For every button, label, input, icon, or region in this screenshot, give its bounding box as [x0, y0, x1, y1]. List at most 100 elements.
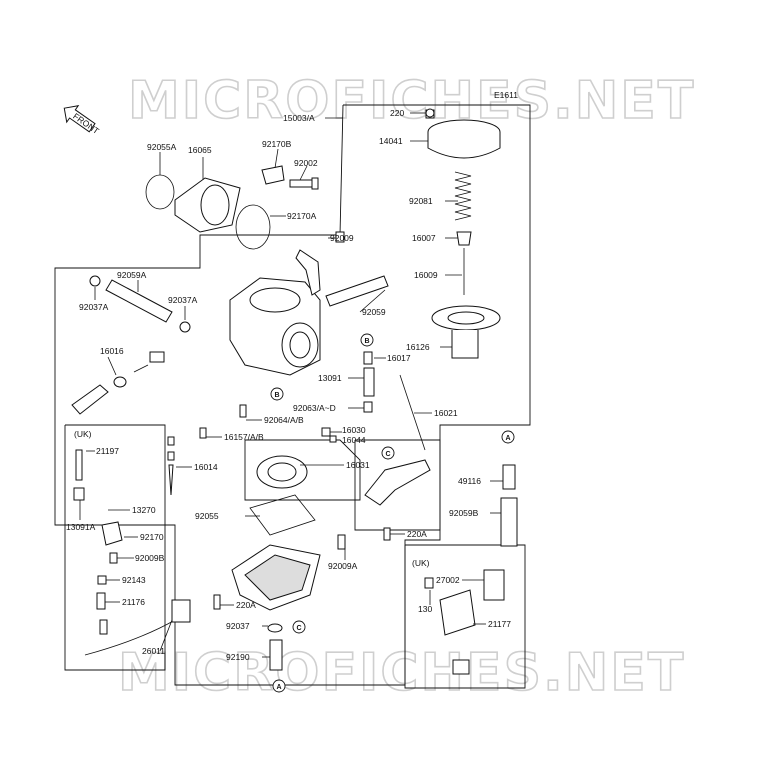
- screw-220a-bottom: [213, 594, 221, 610]
- ref-circle-c-bottom: C: [292, 620, 306, 634]
- label-92037: 92037: [226, 621, 250, 631]
- float-bowl: [231, 544, 321, 611]
- label-13091a: 13091A: [66, 522, 96, 532]
- cap-16030: [321, 427, 331, 437]
- svg-text:A: A: [277, 684, 282, 691]
- screw-16157: [199, 427, 207, 439]
- label-14041: 14041: [379, 136, 403, 146]
- fitting-49116: [502, 464, 516, 490]
- label-13270: 13270: [132, 505, 156, 515]
- label-92009b: 92009B: [135, 553, 165, 563]
- svg-text:A: A: [506, 435, 511, 442]
- label-92002: 92002: [294, 158, 318, 168]
- label-16021: 16021: [434, 408, 458, 418]
- label-16030: 16030: [342, 425, 366, 435]
- clip-92037a-left: [89, 275, 101, 287]
- top-cover-14041: [425, 109, 501, 159]
- label-220a-bottom: 220A: [236, 600, 256, 610]
- svg-text:B: B: [275, 392, 280, 399]
- o-ring-92055a: [145, 174, 175, 210]
- label-15003: 15003/A: [283, 113, 315, 123]
- throttle-cable-16021: [364, 374, 431, 506]
- bracket-top: [295, 249, 321, 296]
- leader-lines: [79, 112, 503, 658]
- label-21176: 21176: [122, 597, 145, 607]
- carburetor-body: [229, 277, 321, 376]
- label-16157: 16157/A/B: [224, 432, 264, 442]
- watermark-top: MICROFICHES.NET: [128, 71, 695, 131]
- label-92055a: 92055A: [147, 142, 177, 152]
- needle-holder-16007: [456, 231, 472, 246]
- assembly-frame: [54, 104, 531, 686]
- label-92170a: 92170A: [287, 211, 317, 221]
- label-16016: 16016: [100, 346, 124, 356]
- label-92143: 92143: [122, 575, 146, 585]
- ref-circle-a-bottom: A: [272, 679, 286, 693]
- watermark-bottom: MICROFICHES.NET: [118, 643, 685, 703]
- label-16009: 16009: [414, 270, 438, 280]
- label-92063: 92063/A~D: [293, 403, 336, 413]
- label-92009: 92009: [330, 233, 354, 243]
- ref-circle-b-top: B: [360, 333, 374, 347]
- label-130: 130: [418, 604, 432, 614]
- label-92170b: 92170B: [262, 139, 292, 149]
- label-92037a-mid: 92037A: [168, 295, 198, 305]
- intake-holder-16065: [174, 177, 241, 233]
- washer-16044: [329, 435, 337, 443]
- gasket-92055: [249, 494, 316, 536]
- label-92055: 92055: [195, 511, 219, 521]
- screw-220-top: [425, 108, 435, 118]
- hose-92059b: [500, 497, 518, 547]
- screw-92009a: [337, 534, 346, 550]
- ref-circle-b-mid: B: [270, 387, 284, 401]
- label-13091: 13091: [318, 373, 342, 383]
- label-220a-right: 220A: [407, 529, 427, 539]
- label-21197: 21197: [96, 446, 119, 456]
- ref-circle-c-right: C: [381, 446, 395, 460]
- uk-thermo-switch-parts: [424, 569, 505, 675]
- uk-heater-parts: [73, 449, 191, 656]
- label-16044: 16044: [342, 435, 366, 445]
- label-92170: 92170: [140, 532, 164, 542]
- label-92037a-left: 92037A: [79, 302, 109, 312]
- float-16031: [256, 455, 308, 489]
- bolt-92002: [289, 177, 319, 190]
- label-uk-left: (UK): [74, 429, 92, 439]
- label-92059: 92059: [362, 307, 386, 317]
- label-49116: 49116: [458, 476, 481, 486]
- svg-text:C: C: [297, 625, 302, 632]
- clamp-band-92170a: [235, 204, 271, 250]
- vacuum-piston-16126: [431, 305, 501, 359]
- label-16065: 16065: [188, 145, 212, 155]
- label-92009a: 92009A: [328, 561, 358, 571]
- hose-92059a: [105, 279, 173, 323]
- label-uk-right: (UK): [412, 558, 430, 568]
- label-16126: 16126: [406, 342, 430, 352]
- sub-frame-gasket: [244, 439, 361, 501]
- svg-text:C: C: [386, 451, 391, 458]
- label-16031: 16031: [346, 460, 370, 470]
- spring-92081: [454, 171, 472, 221]
- screw-92009: [335, 231, 345, 243]
- needle-jet-13091: [363, 367, 375, 397]
- label-92081: 92081: [409, 196, 433, 206]
- front-label: FRONT: [71, 111, 101, 136]
- hose-92059: [325, 275, 389, 307]
- label-92064: 92064/A/B: [264, 415, 304, 425]
- sub-frame-right-uk: [404, 544, 526, 689]
- clamp-92170b: [261, 165, 285, 185]
- ring-92037: [267, 623, 283, 633]
- clip-92037a-mid: [179, 321, 191, 333]
- label-92190: 92190: [226, 652, 250, 662]
- sub-frame-cable: [354, 439, 441, 531]
- diagram-code: E1611: [494, 90, 518, 100]
- ref-circle-a-right: A: [501, 430, 515, 444]
- label-92059b: 92059B: [449, 508, 479, 518]
- starter-plunger-16016: [71, 351, 165, 415]
- sub-frame-left: [64, 424, 166, 671]
- label-16007: 16007: [412, 233, 436, 243]
- screw-220a-right: [383, 527, 391, 541]
- pilot-screw-16014: [167, 436, 175, 496]
- drain-hose-92190: [269, 639, 283, 671]
